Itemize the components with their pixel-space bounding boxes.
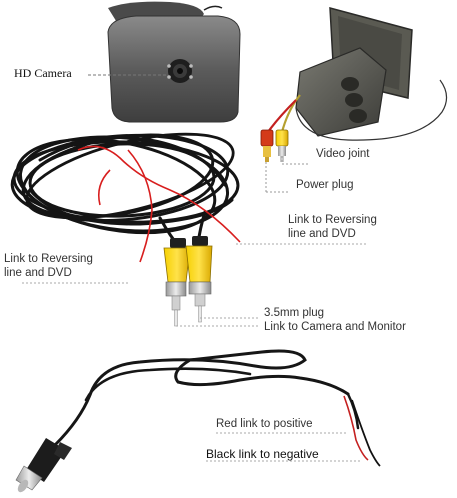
dc-barrel-plug xyxy=(15,438,72,493)
video-joint-label: Video joint xyxy=(316,148,370,160)
power-plug-image xyxy=(260,129,274,162)
coiled-video-cable xyxy=(10,132,240,250)
link-left-label-line2: line and DVD xyxy=(4,267,72,279)
power-plug-label: Power plug xyxy=(296,179,354,191)
rca-plug-right xyxy=(185,236,213,323)
plug-size-label: 3.5mm plug xyxy=(264,307,325,319)
video-wire xyxy=(280,94,301,133)
black-power-wire xyxy=(351,399,381,467)
red-power-wire xyxy=(343,395,369,461)
red-wire xyxy=(77,145,241,263)
link-left-label-line1: Link to Reversing xyxy=(4,253,93,265)
power-cable xyxy=(53,349,360,447)
black-link-label: Black link to negative xyxy=(206,447,319,461)
bracket-housing-image xyxy=(295,7,448,141)
video-joint-plug xyxy=(275,129,289,162)
link-right-label-line1: Link to Reversing xyxy=(288,214,377,226)
rca-plug-left xyxy=(163,238,191,327)
hd-camera-label: HD Camera xyxy=(14,66,72,80)
power-wire xyxy=(267,99,297,133)
red-link-label: Red link to positive xyxy=(216,418,313,430)
hd-camera-image xyxy=(107,1,241,123)
link-right-label-line2: line and DVD xyxy=(288,228,356,240)
camera-monitor-label: Link to Camera and Monitor xyxy=(264,321,406,333)
